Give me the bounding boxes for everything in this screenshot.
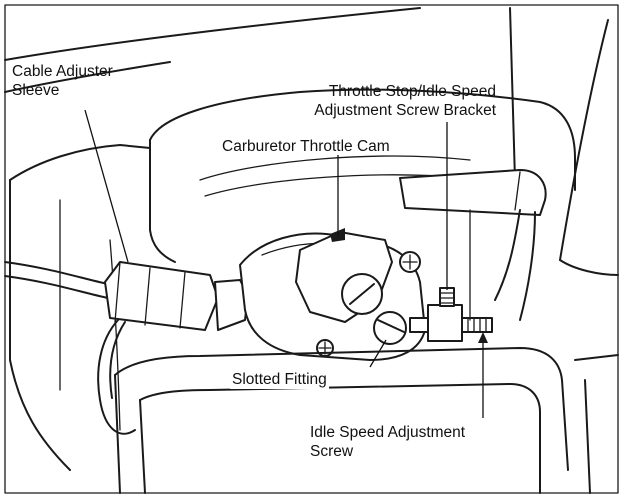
label-throttle-stop-bracket: Throttle Stop/Idle Speed Adjustment Scre…	[270, 82, 496, 120]
leader-cable-adjuster	[84, 109, 129, 263]
label-idle-speed-adjustment-screw: Idle Speed Adjustment Screw	[308, 423, 468, 461]
shroud-outline	[149, 88, 576, 191]
label-line: Idle Speed Adjustment	[310, 424, 466, 441]
loose-wire	[97, 319, 136, 435]
idle-screw-bracket	[427, 304, 463, 342]
left-block-seam-2	[109, 239, 121, 431]
housing-vertical-edge	[509, 7, 516, 181]
label-line: Slotted Fitting	[232, 371, 327, 388]
housing-top-line	[4, 7, 421, 61]
label-line: Cable Adjuster	[12, 63, 113, 80]
slotted-fitting	[373, 311, 407, 345]
choke-rod-seam	[514, 171, 521, 211]
airbox-inner-left	[139, 399, 146, 494]
loose-wire-2	[109, 321, 126, 399]
right-housing-vertical	[584, 379, 591, 494]
right-housing-line	[559, 259, 619, 276]
label-line: Throttle Stop/Idle Speed	[328, 83, 496, 100]
airbox-top	[114, 347, 569, 471]
sleeve-edge-2	[144, 267, 151, 326]
label-line: Sleeve	[12, 82, 60, 99]
shroud-left-edge	[149, 139, 176, 263]
label-line: Screw	[310, 443, 354, 460]
slotted-fitting-slot	[377, 319, 405, 333]
throttle-cable-lower	[4, 275, 109, 299]
airbox-inner	[139, 383, 541, 494]
cam-pivot-slot	[349, 283, 375, 305]
figure-frame	[4, 4, 619, 494]
housing-top-line-2	[4, 61, 171, 93]
idle-screw-threads	[467, 317, 487, 333]
housing-right-curve	[559, 19, 609, 261]
idle-speed-screw	[461, 317, 493, 333]
label-line: Carburetor Throttle Cam	[222, 138, 390, 155]
idle-screw-tip	[409, 317, 429, 333]
label-slotted-fitting: Slotted Fitting	[230, 370, 329, 389]
leader-idle-arrowhead	[478, 332, 488, 343]
throttle-cable	[4, 261, 109, 285]
sleeve-edge-3	[179, 271, 186, 329]
label-line: Adjustment Screw Bracket	[314, 102, 496, 119]
airbox-left	[114, 374, 121, 494]
linkage-rod-2	[519, 211, 536, 321]
right-housing-line-2	[574, 354, 619, 361]
left-block-side	[9, 179, 71, 471]
label-cable-adjuster-sleeve: Cable Adjuster Sleeve	[12, 62, 113, 100]
leader-slotted-fitting	[369, 339, 387, 368]
sleeve-edge-1	[114, 261, 121, 323]
shroud-inner-line	[199, 155, 471, 181]
cable-adjuster-sleeve	[104, 261, 219, 331]
linkage-rod	[494, 209, 521, 301]
choke-rod-housing	[399, 169, 547, 216]
left-block-top	[9, 144, 151, 181]
carb-screw-cross	[402, 254, 418, 270]
label-carburetor-throttle-cam: Carburetor Throttle Cam	[222, 137, 390, 156]
bracket-screw-threads	[439, 292, 455, 304]
